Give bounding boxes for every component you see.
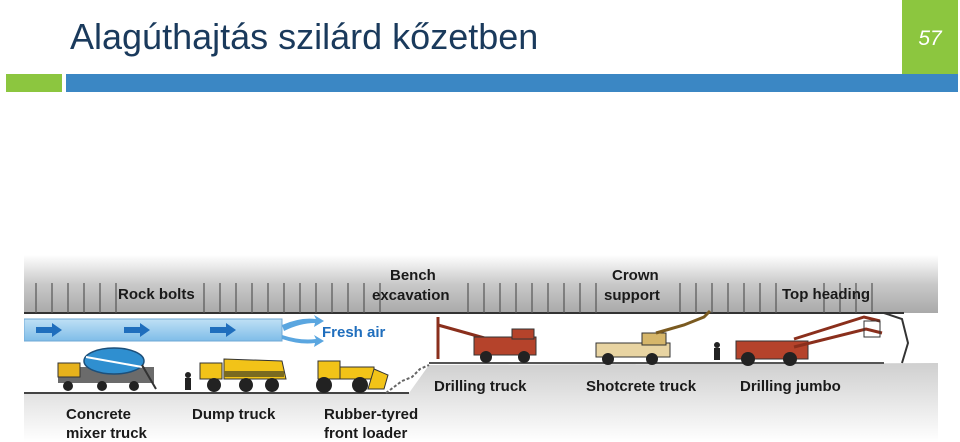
label-rock-bolts: Rock bolts xyxy=(118,286,195,303)
tunnel-diagram-svg: Rock bolts Bench excavation Crown suppor… xyxy=(24,255,938,442)
label-front-loader-line1: Rubber-tyred xyxy=(324,406,418,423)
slide-title: Alagúthajtás szilárd kőzetben xyxy=(70,16,539,57)
drilling-jumbo-icon xyxy=(735,315,883,366)
page-number-badge: 57 xyxy=(902,0,958,76)
tunnel-construction-diagram: Rock bolts Bench excavation Crown suppor… xyxy=(24,255,938,442)
shotcrete-truck-icon xyxy=(595,309,712,365)
airflow-arrows xyxy=(36,323,236,337)
accent-bar-green xyxy=(6,74,62,92)
accent-bar-blue xyxy=(66,74,958,92)
label-shotcrete-truck: Shotcrete truck xyxy=(586,378,697,395)
label-concrete-mixer-truck-line2: mixer truck xyxy=(66,425,148,442)
worker-icon xyxy=(714,342,720,360)
label-fresh-air: Fresh air xyxy=(322,324,386,341)
concrete-mixer-truck-icon xyxy=(57,347,157,391)
label-dump-truck: Dump truck xyxy=(192,406,276,423)
top-heading-face xyxy=(883,312,910,364)
fresh-air-arrow-down xyxy=(282,335,324,347)
label-crown-support-line2: support xyxy=(604,287,660,304)
label-crown-support-line1: Crown xyxy=(612,267,659,284)
label-drilling-truck: Drilling truck xyxy=(434,378,527,395)
fresh-air-arrow-up xyxy=(282,315,324,331)
rock-mass-lower xyxy=(24,363,938,442)
drilling-truck-icon xyxy=(436,317,537,363)
label-concrete-mixer-truck-line1: Concrete xyxy=(66,406,131,423)
label-top-heading: Top heading xyxy=(782,286,870,303)
label-bench-excavation-line1: Bench xyxy=(390,267,436,284)
rock-mass-upper xyxy=(24,255,938,313)
rock-bolts xyxy=(35,283,873,313)
label-bench-excavation-line2: excavation xyxy=(372,287,450,304)
worker-icon xyxy=(185,372,191,390)
bench-slope xyxy=(385,364,430,394)
label-drilling-jumbo: Drilling jumbo xyxy=(740,378,841,395)
front-loader-icon xyxy=(316,360,389,393)
ventilation-duct xyxy=(24,318,283,342)
dump-truck-icon xyxy=(199,358,287,392)
label-front-loader-line2: front loader xyxy=(324,425,407,442)
